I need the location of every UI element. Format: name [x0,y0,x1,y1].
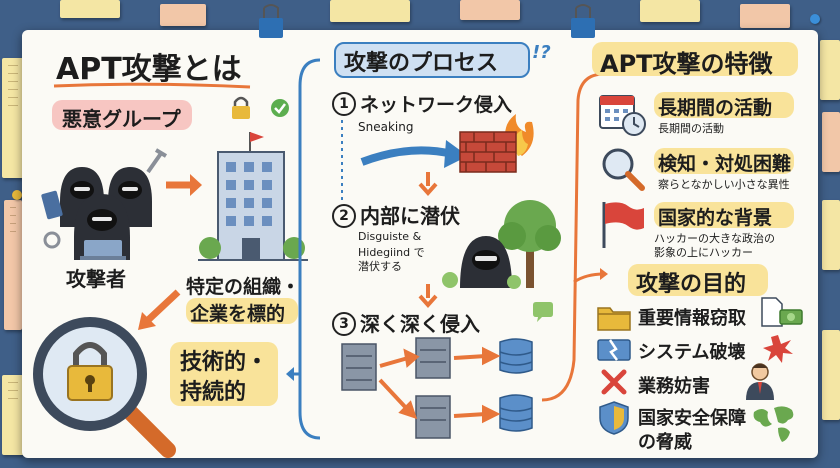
group-label-highlight [52,100,192,130]
process-title: 攻撃のプロセス [344,51,499,76]
feature-2-sub: 察らとなかしい小さな異性 [658,178,790,191]
features-title-highlight [592,42,798,76]
group-label: 悪意グループ [62,107,181,131]
step-number: 2 [332,204,356,228]
pushpin [810,14,820,24]
hacker-group-icon [41,148,168,260]
chat-bubble-icon [533,302,553,322]
dotted-connector [341,120,343,200]
binder-clip-icon [571,4,595,38]
purpose-4-label-1: 国家安全保障 [638,408,746,429]
process-mark: !? [532,42,551,63]
step-number: 1 [332,92,356,116]
feature-2-highlight [654,148,794,174]
feature-3-title: 国家的な背景 [658,207,773,229]
target-line-2: 企業を標的 [190,303,286,325]
step-2-sub-3: 潜伏する [358,260,402,273]
page-title: APT攻撃とは [56,52,242,87]
target-line-1: 特定の組織・ [186,276,301,298]
target-highlight [186,298,298,324]
sticky-note [60,0,120,18]
sticky-note [160,4,206,26]
sticky-note [4,200,22,330]
purpose-2-label: システム破壊 [638,342,746,363]
purpose-4-label-2: の脅威 [638,432,692,453]
intrusion-arrow-icon [360,140,468,168]
process-title-highlight [334,42,530,78]
feature-3-highlight [654,202,794,228]
sticky-note [2,58,24,178]
sticky-note [330,0,410,22]
broken-system-icon [597,339,631,361]
calendar-clock-icon [599,95,646,136]
process-bracket [286,58,321,440]
binder-clip-icon [259,4,283,38]
check-badge-icon [271,99,289,117]
purpose-1-label: 重要情報窃取 [638,308,746,329]
purpose-title: 攻撃の目的 [636,272,747,297]
step-1-sub: Sneaking [358,120,414,134]
purpose-3-label: 業務妨害 [638,376,710,397]
step-2-sub-1: Disguiste & [358,230,422,243]
document-money-icon [761,297,803,327]
purpose-title-highlight [628,264,768,296]
firewall-icon [459,114,534,173]
arrow-icon [166,174,202,196]
sticky-note [822,200,840,270]
magnifier-lock-icon [33,317,176,458]
feature-1-sub: 長期間の活動 [658,122,724,135]
magnifier-icon [602,148,645,191]
world-map-icon [753,406,794,442]
sticky-note [640,0,700,22]
tech-line-1: 技術的・ [180,350,269,375]
down-arrow-icon [418,284,438,309]
folder-icon [597,307,631,331]
shield-icon [599,401,629,435]
sticky-note [822,112,840,172]
flag-icon [602,202,644,248]
sticky-note [740,4,790,28]
hidden-hacker-icon [442,200,561,289]
feature-3-sub-2: 影象の上にハッカー [654,246,753,259]
lock-icon [232,96,250,119]
feature-2-title: 検知・対処困難 [658,153,792,175]
features-title: APT攻撃の特徴 [600,50,773,78]
step-2-sub-2: Hidegiind で [358,246,425,259]
flow-connector [541,72,608,402]
attacker-label: 攻撃者 [66,267,126,291]
title-underline [53,82,251,89]
down-arrow-icon [418,172,438,197]
step-2-title: 内部に潜伏 [360,204,460,228]
arrow-icon [138,289,181,330]
sticky-note [822,330,840,420]
tech-highlight [170,342,278,406]
step-number: 3 [332,312,356,336]
businessman-icon [746,363,774,400]
feature-1-highlight [654,92,794,118]
sticky-note [820,40,840,100]
explosion-icon [763,335,793,363]
building-icon [198,132,308,261]
network-servers-icon [341,337,533,439]
pushpin [12,190,22,200]
sticky-note [2,375,24,455]
step-1-title: ネットワーク侵入 [360,94,513,116]
step-3-title: 深く深く侵入 [360,312,480,336]
feature-3-sub-1: ハッカーの大きな政治の [654,232,775,245]
tech-line-2: 持続的 [180,380,247,405]
sticky-note [460,0,520,20]
feature-1-title: 長期間の活動 [658,97,773,119]
cross-icon [601,369,627,395]
